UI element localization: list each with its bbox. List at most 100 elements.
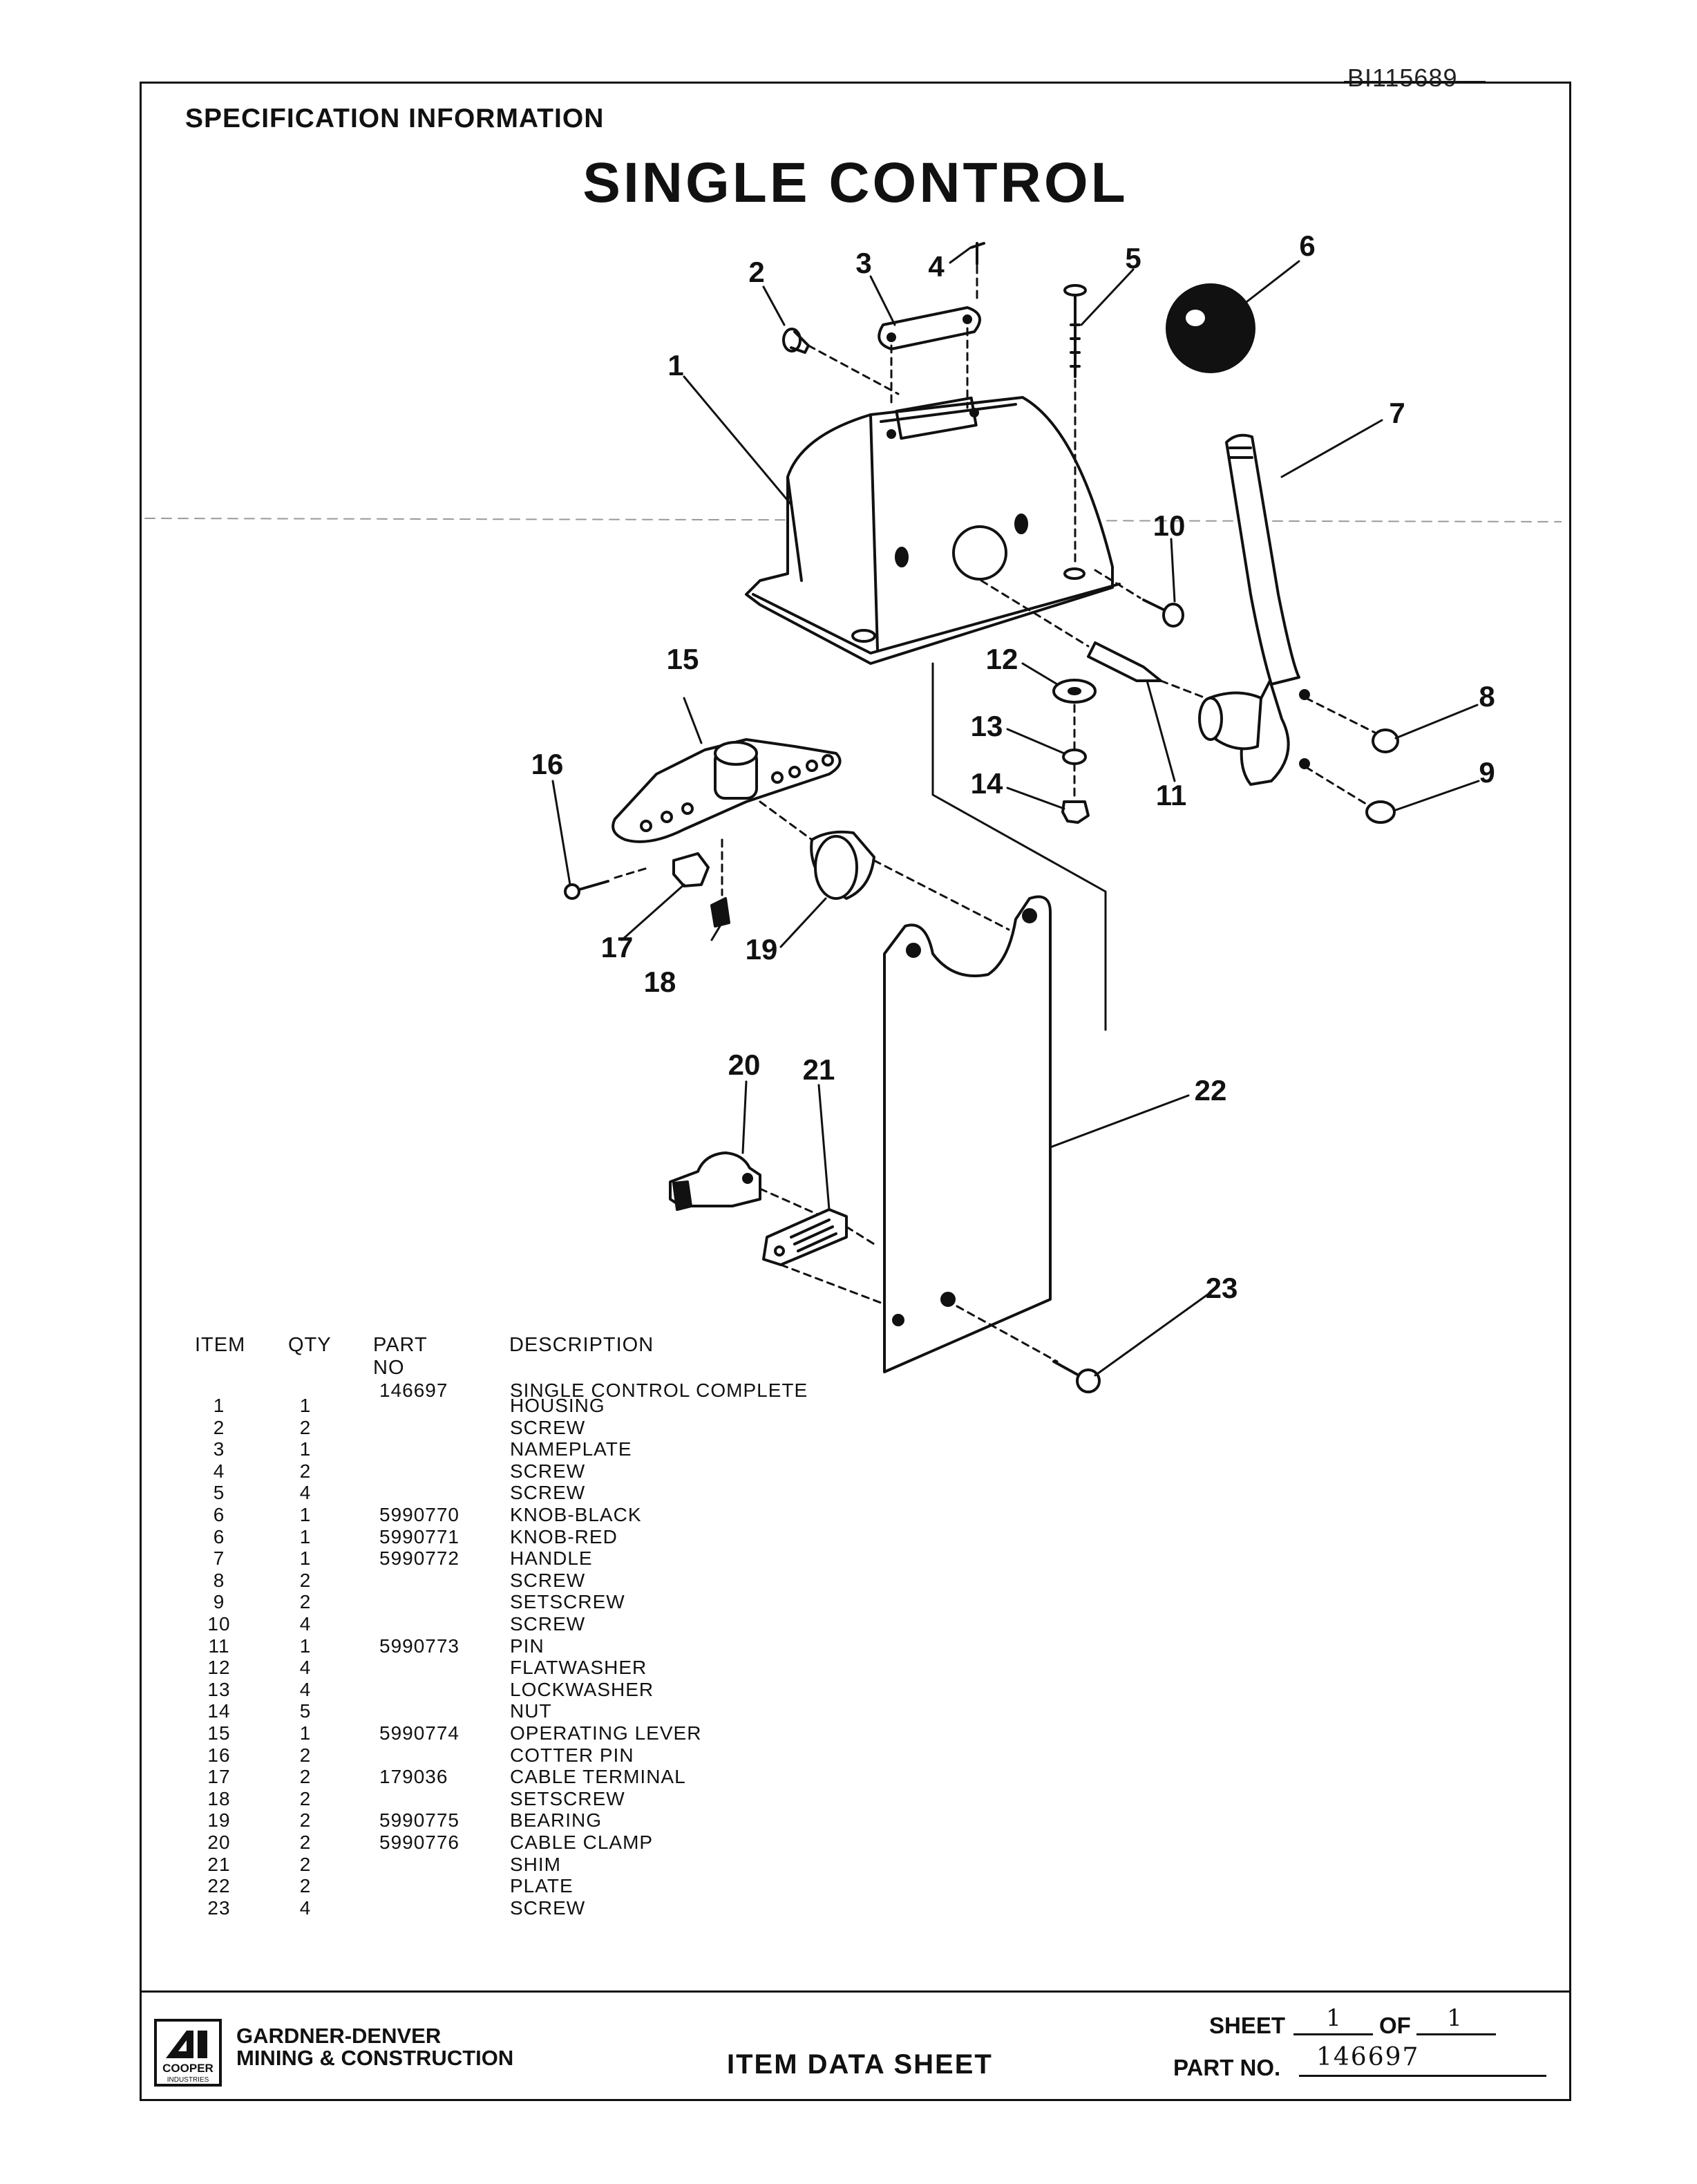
total-sheets-underline bbox=[1416, 2033, 1496, 2035]
qty-cell: 1 bbox=[299, 1395, 312, 1416]
column-header-part-no: PART NO bbox=[373, 1334, 428, 1379]
part-number-cell: 179036 bbox=[379, 1766, 448, 1788]
qty-cell: 4 bbox=[299, 1482, 312, 1504]
description-cell: SETSCREW bbox=[510, 1787, 625, 1809]
description-cell: HOUSING bbox=[510, 1395, 605, 1416]
callout-22: 22 bbox=[1195, 1074, 1227, 1107]
description-cell: SCREW bbox=[510, 1896, 586, 1919]
callout-16: 16 bbox=[531, 748, 564, 780]
item-cell: 20 bbox=[207, 1832, 231, 1853]
callout-10: 10 bbox=[1153, 509, 1186, 542]
item-cell: 7 bbox=[213, 1547, 225, 1570]
part-number-underline bbox=[1299, 2075, 1546, 2077]
column-header-description: DESCRIPTION bbox=[509, 1334, 654, 1356]
description-cell: LOCKWASHER bbox=[510, 1678, 654, 1700]
item-cell: 11 bbox=[208, 1635, 230, 1657]
item-cell: 15 bbox=[207, 1722, 231, 1744]
description-cell: NUT bbox=[510, 1700, 552, 1722]
callout-6: 6 bbox=[1299, 229, 1315, 262]
callout-8: 8 bbox=[1479, 680, 1495, 713]
item-cell: 10 bbox=[207, 1613, 231, 1635]
screw-item-2 bbox=[782, 328, 900, 395]
shim-item-21 bbox=[762, 1208, 882, 1304]
callout-23: 23 bbox=[1206, 1272, 1238, 1304]
company-name: GARDNER-DENVER bbox=[236, 2024, 442, 2048]
item-cell: 3 bbox=[213, 1438, 225, 1460]
part-number-label: PART NO. bbox=[1173, 2055, 1281, 2080]
callout-3: 3 bbox=[855, 247, 871, 279]
qty-cell: 2 bbox=[299, 1875, 312, 1897]
item-cell: 6 bbox=[213, 1504, 225, 1525]
sheet-type-title: ITEM DATA SHEET bbox=[727, 2049, 993, 2080]
item-cell: 19 bbox=[207, 1809, 231, 1832]
description-cell: OPERATING LEVER bbox=[510, 1722, 702, 1744]
item-cell: 9 bbox=[213, 1591, 225, 1613]
handle-item-7 bbox=[1198, 433, 1310, 786]
exploded-parts-diagram: 1 2 3 4 5 6 7 8 9 10 11 12 13 14 15 16 1… bbox=[144, 229, 1562, 1393]
description-cell: SCREW bbox=[510, 1613, 586, 1635]
total-sheets: 1 bbox=[1447, 2004, 1462, 2032]
part-number-cell: 5990772 bbox=[379, 1547, 460, 1570]
part-number-cell: 146697 bbox=[379, 1380, 448, 1401]
description-cell: BEARING bbox=[510, 1809, 603, 1832]
footer-divider bbox=[140, 1990, 1571, 1993]
qty-cell: 1 bbox=[299, 1722, 312, 1744]
description-cell: KNOB-BLACK bbox=[510, 1504, 642, 1525]
item-cell: 13 bbox=[207, 1678, 231, 1700]
part-number-value: 146697 bbox=[1316, 2043, 1420, 2071]
part-number-cell: 5990771 bbox=[379, 1525, 460, 1547]
description-cell: FLATWASHER bbox=[510, 1657, 647, 1679]
screw-item-5 bbox=[1063, 284, 1087, 568]
screw-item-8 bbox=[1305, 697, 1399, 753]
description-cell: SCREW bbox=[510, 1416, 586, 1438]
qty-cell: 2 bbox=[299, 1832, 312, 1853]
callout-19: 19 bbox=[746, 933, 778, 966]
section-heading: SPECIFICATION INFORMATION bbox=[185, 104, 605, 133]
item-cell: 5 bbox=[213, 1482, 225, 1504]
qty-cell: 2 bbox=[299, 1416, 312, 1438]
description-cell: SCREW bbox=[510, 1460, 586, 1482]
callout-15: 15 bbox=[667, 643, 699, 675]
part-number-cell: 5990776 bbox=[379, 1832, 460, 1853]
description-cell: PIN bbox=[510, 1635, 544, 1657]
pin-item-11 bbox=[980, 579, 1207, 699]
qty-cell: 2 bbox=[299, 1787, 312, 1809]
screw-item-10 bbox=[1094, 569, 1184, 628]
qty-cell: 4 bbox=[299, 1678, 312, 1700]
item-cell: 17 bbox=[207, 1766, 231, 1788]
callout-11: 11 bbox=[1156, 779, 1186, 811]
qty-cell: 1 bbox=[299, 1525, 312, 1547]
qty-cell: 4 bbox=[299, 1896, 312, 1919]
description-cell: SCREW bbox=[510, 1569, 586, 1591]
callout-2: 2 bbox=[748, 256, 764, 288]
callout-13: 13 bbox=[971, 710, 1003, 742]
description-cell: HANDLE bbox=[510, 1547, 593, 1570]
callout-5: 5 bbox=[1125, 242, 1141, 274]
description-cell: SHIM bbox=[510, 1853, 561, 1875]
item-cell: 1 bbox=[213, 1395, 225, 1416]
page-title: SINGLE CONTROL bbox=[582, 151, 1128, 214]
cooper-industries-logo: COOPER INDUSTRIES bbox=[154, 2019, 222, 2087]
item-cell: 2 bbox=[213, 1416, 225, 1438]
column-header-item: ITEM bbox=[195, 1334, 246, 1356]
item-cell: 14 bbox=[207, 1700, 231, 1722]
callout-18: 18 bbox=[644, 966, 676, 998]
item-cell: 21 bbox=[207, 1853, 231, 1875]
description-cell: KNOB-RED bbox=[510, 1525, 618, 1547]
description-cell: CABLE CLAMP bbox=[510, 1832, 654, 1853]
lockwasher-item-13 bbox=[1062, 749, 1087, 765]
callout-1: 1 bbox=[667, 349, 683, 382]
nut-item-14 bbox=[1061, 800, 1090, 824]
qty-cell: 1 bbox=[299, 1438, 312, 1460]
callout-14: 14 bbox=[971, 767, 1003, 800]
sheet-number: 1 bbox=[1326, 2004, 1341, 2032]
item-cell: 23 bbox=[207, 1896, 231, 1919]
callout-12: 12 bbox=[986, 643, 1018, 675]
qty-cell: 2 bbox=[299, 1744, 312, 1766]
part-number-cell: 5990774 bbox=[379, 1722, 460, 1744]
cable-clamp-item-20 bbox=[669, 1151, 824, 1218]
item-cell: 16 bbox=[207, 1744, 231, 1766]
part-number-cell: 5990775 bbox=[379, 1809, 460, 1832]
item-cell: 4 bbox=[213, 1460, 225, 1482]
qty-cell: 2 bbox=[299, 1460, 312, 1482]
